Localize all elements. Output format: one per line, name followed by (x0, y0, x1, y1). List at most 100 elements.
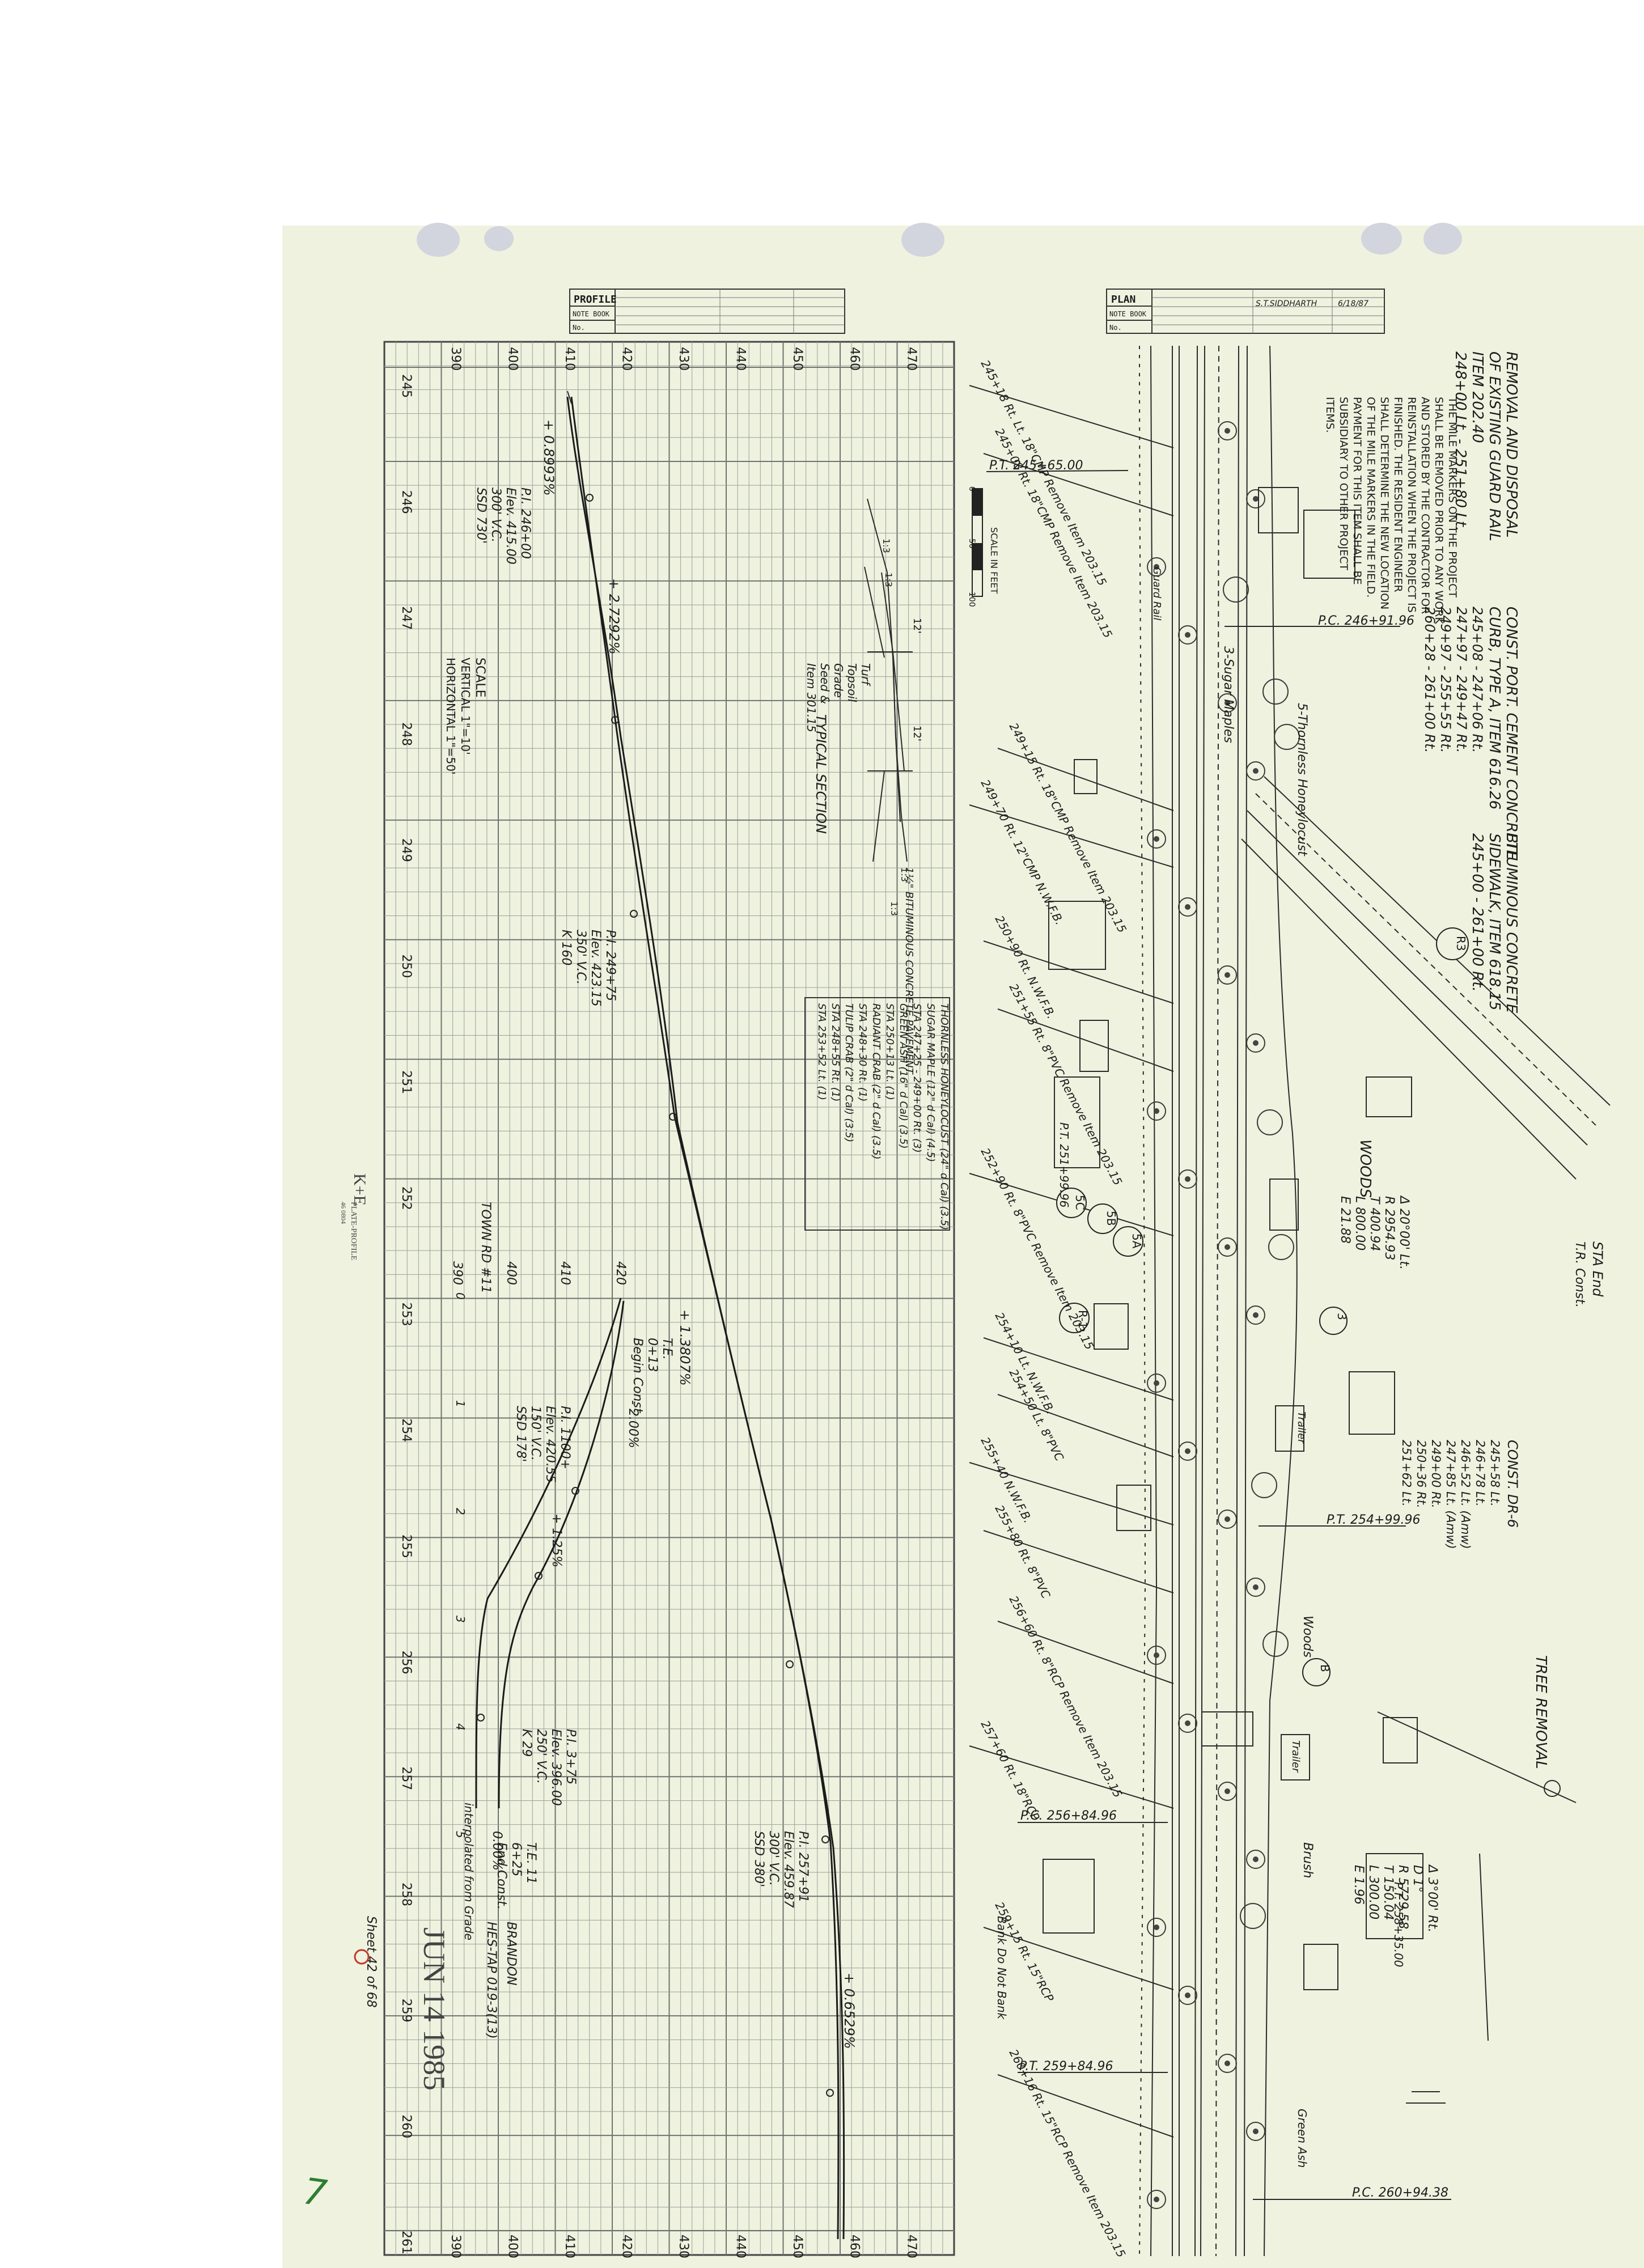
plan-callout-text: 260+16 Rt. 15"RCP Remove Item 203.15 (1007, 2047, 1129, 2259)
station-label: 255 (399, 1534, 413, 1558)
tree-symbol (1178, 1986, 1197, 2005)
station-label: 248 (399, 722, 413, 746)
punch-holes (417, 223, 1462, 257)
tree-trunk (1185, 632, 1190, 638)
svg-text:0+13: 0+13 (645, 1338, 659, 1372)
plate-number: 46 0804 (340, 1202, 348, 1224)
callout-leader (983, 940, 1174, 1004)
svg-text:Trailer: Trailer (1295, 1411, 1307, 1444)
profile-block-title: PROFILE (574, 294, 617, 306)
pi-5-block: P.I. 257+91 Elev. 459.87 300' V.C. SSD 3… (752, 1831, 810, 1908)
circle-label (1302, 1658, 1331, 1686)
svg-text:100: 100 (967, 592, 976, 607)
sheet-number-circle (354, 1949, 370, 1965)
const-dr-station: 247+85 Lt. (Amw) (1444, 1440, 1457, 1549)
elevation-label: 470 (904, 347, 918, 371)
branch-label: BRANDON (504, 1922, 518, 1986)
pi-4-block: P.I. 3+75 Elev. 396.00 250' V.C. K 29 (519, 1729, 578, 1806)
tree-symbol (1257, 1109, 1283, 1135)
pvi-marker (630, 910, 638, 918)
svg-text:249+97 - 255+55 Rt.: 249+97 - 255+55 Rt. (1438, 607, 1454, 753)
plan-block-notebook: NOTE BOOK (1109, 310, 1147, 318)
tree-symbol (1218, 1510, 1237, 1529)
elevation-label: 470 (904, 2235, 918, 2258)
town-station-label: 1 (454, 1400, 467, 1408)
callout-leader (997, 748, 1174, 811)
svg-text:Elev. 459.87: Elev. 459.87 (781, 1831, 795, 1908)
circle-label-text: R-1 (1076, 1310, 1090, 1329)
curve-data-line: T 400.94 (1367, 1196, 1382, 1251)
elevation-label: 430 (676, 347, 690, 371)
svg-text:P.I. 246+00: P.I. 246+00 (518, 487, 532, 559)
svg-text:Brush: Brush (1300, 1842, 1315, 1879)
plan-callout: 245+08 Rt. 18"CMP Remove Item 203.15 (993, 426, 1115, 640)
const-dr-title: CONST. DR-6 (1505, 1440, 1520, 1528)
page-number: 7 (300, 2171, 329, 2215)
elevation-label: 420 (620, 2235, 634, 2258)
svg-text:Elev. 396.00: Elev. 396.00 (549, 1729, 563, 1806)
grade-label: 0.00% (490, 1831, 504, 1871)
svg-text:Grade: Grade (832, 663, 845, 698)
circle-label-text: R3 (1454, 936, 1468, 951)
svg-text:T.R. Const.: T.R. Const. (1573, 1241, 1587, 1308)
tree-symbol (1147, 1646, 1166, 1665)
tree-trunk (1253, 1584, 1259, 1590)
callout-leader (983, 1530, 1174, 1593)
curve-data-line: T 150.04 (1381, 1865, 1395, 1920)
mile-note-line: ITEMS. (1324, 397, 1336, 433)
callout-leader (983, 453, 1174, 516)
callout-leader (997, 2074, 1174, 2138)
svg-text:3-Sugar Maples: 3-Sugar Maples (1221, 646, 1235, 743)
const-dr-station: 246+78 Lt. (1473, 1440, 1487, 1507)
tree-symbol (1223, 576, 1249, 603)
station-label: 253 (399, 1303, 413, 1326)
elevation-label: 410 (562, 347, 577, 371)
plan-station-points: P.T. 245+65.00 P.C. 246+91.96 P.T. 254+9… (986, 459, 1451, 2200)
elevation-label: 460 (848, 2235, 862, 2258)
tree-symbol (1147, 2190, 1166, 2209)
tree-symbol (1262, 1631, 1289, 1657)
mile-note-line: THE MILE MARKERS ON THE PROJECT (1446, 396, 1459, 598)
town-road-existing (498, 1300, 625, 1809)
plan-callout: 249+15 Rt. 18"CMP Remove Item 203.15 (1007, 720, 1129, 935)
station-pt-254: P.T. 254+99.96 (1327, 1513, 1420, 1527)
station-label: 249 (399, 838, 413, 862)
callout-leader (969, 804, 1174, 868)
tree-symbol (1147, 1101, 1166, 1121)
svg-text:1:3: 1:3 (889, 901, 900, 916)
station-label: 259 (399, 1999, 413, 2023)
circle-label-text: B (1318, 1664, 1332, 1672)
svg-text:0: 0 (967, 486, 976, 491)
project-number: HES-TAP 019-3(13) (484, 1922, 498, 2039)
station-pc-256: P.C. 256+84.96 (1020, 1809, 1117, 1823)
profile-annotations: + 0.8993% + 2.7292% + 1.3807% + 0.6529% … (444, 419, 857, 2049)
margin-stamps: JUN 14 1985 Sheet 42 of 68 7 K+E PLATE-P… (300, 1173, 451, 2215)
svg-text:1:3: 1:3 (883, 573, 894, 587)
tree-trunk (1253, 1312, 1259, 1318)
svg-text:End Const.: End Const. (494, 1842, 509, 1910)
svg-text:SCALE IN FEET: SCALE IN FEET (989, 527, 999, 594)
punch-hole (484, 226, 514, 251)
tree-symbol (1218, 1237, 1237, 1257)
town-elev-label: 420 (613, 1261, 628, 1285)
station-labels: 2452462472482492502512522532542552562572… (399, 374, 413, 2254)
callout-leader (969, 1745, 1174, 1809)
svg-text:P.I. 257+91: P.I. 257+91 (796, 1831, 810, 1902)
plan-block-title: PLAN (1111, 294, 1135, 306)
plan-block-no: No. (1109, 324, 1122, 332)
tree-symbol (1178, 897, 1197, 917)
pvi-marker (826, 2089, 834, 2097)
tree-trunk (1253, 1040, 1259, 1046)
station-label: 245 (399, 374, 413, 398)
plan-callout: 257+60 Rt. 18"RCP (978, 1718, 1043, 1823)
plan-roadway (969, 345, 1611, 2257)
circle-label (1436, 927, 1469, 960)
curve-data-line: Δ 20°00' Lt. (1397, 1195, 1411, 1270)
plan-callout-text: 256+60 Rt. 8"RCP Remove Item 203.15 (1007, 1593, 1125, 1800)
plan-block-date: 6/18/87 (1338, 299, 1368, 308)
svg-text:247+97 - 249+47 Rt.: 247+97 - 249+47 Rt. (1454, 607, 1469, 753)
